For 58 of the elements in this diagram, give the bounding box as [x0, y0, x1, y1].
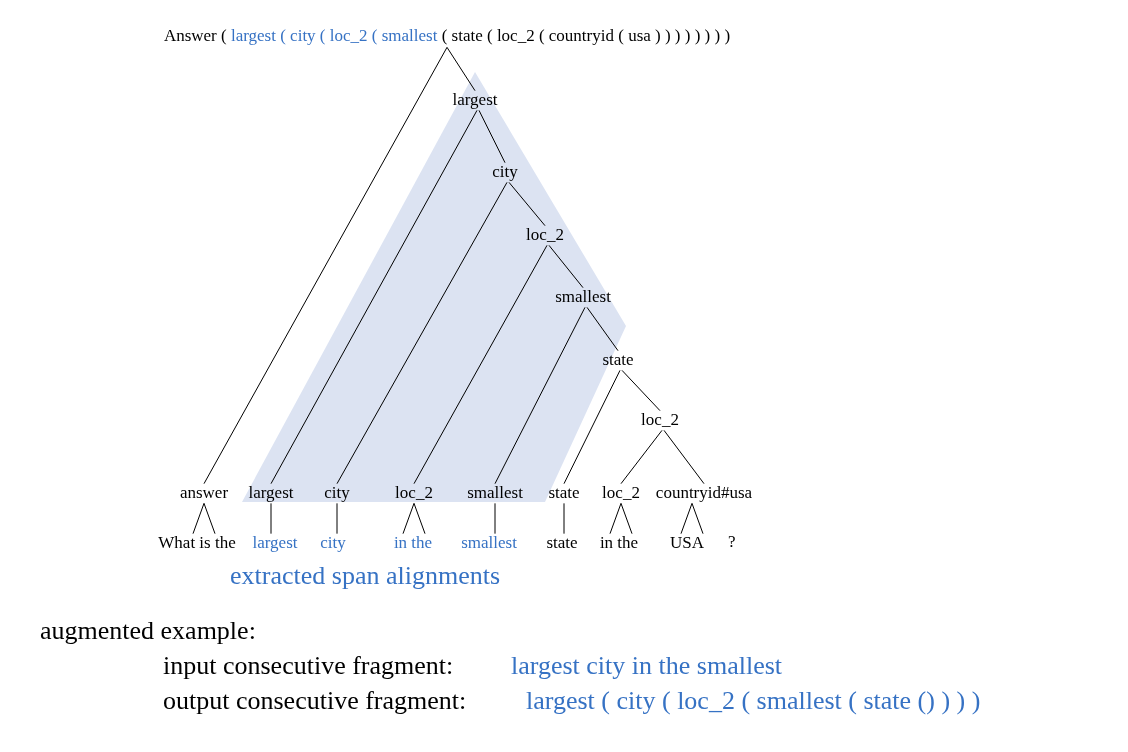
fragment-text: largest city in the smallest: [511, 652, 783, 681]
tree-branch: [586, 306, 619, 352]
tree-branch: [413, 502, 426, 535]
tree-branch: [494, 306, 586, 485]
leaf-label: loc_2: [395, 483, 433, 503]
leaf-label: city: [324, 483, 350, 503]
tree-node-label: city: [492, 162, 518, 182]
sentence-word: state: [546, 533, 578, 553]
expression-text: Answer (: [163, 25, 227, 45]
sentence-word: largest: [252, 533, 298, 553]
sentence-word: city: [320, 533, 346, 553]
leaf-label: countryid#usa: [655, 483, 753, 503]
sentence-word: in the: [599, 533, 639, 553]
tree-branch: [336, 502, 338, 535]
tree-branch: [563, 502, 565, 535]
tree-branch: [270, 502, 272, 535]
tree-branch: [621, 369, 661, 412]
tree-node-label: smallest: [555, 287, 611, 307]
tree-branch: [548, 244, 584, 289]
tree-branch: [663, 429, 705, 485]
tree-branch: [402, 502, 415, 535]
caption-text: extracted span alignments: [230, 562, 501, 591]
tree-branch: [203, 46, 448, 485]
tree-branch: [691, 502, 704, 535]
highlighted-expression: largest ( city ( loc_2 ( smallest: [230, 25, 438, 45]
section-heading: augmented example:: [40, 617, 256, 646]
tree-branch: [413, 244, 548, 485]
leaf-label: smallest: [467, 483, 523, 503]
tree-branch: [508, 181, 546, 227]
tree-branch: [609, 502, 622, 535]
tree-node-label: state: [602, 350, 634, 370]
sentence-word: USA: [670, 533, 704, 553]
tree-branch: [563, 369, 621, 485]
expression-text: ( state ( loc_2 ( countryid ( usa ) ) ) ) ) ) ) ): [441, 25, 731, 45]
tree-branch: [494, 502, 496, 535]
sentence-word: ?: [728, 533, 736, 552]
sentence-word: in the: [393, 533, 433, 553]
tree-branch: [203, 502, 216, 535]
tree-branch: [478, 109, 506, 164]
leaf-label: answer: [179, 483, 229, 503]
tree-branch: [192, 502, 205, 535]
tree-branch: [620, 429, 663, 485]
tree-branch: [680, 502, 693, 535]
tree-branch: [446, 46, 476, 92]
tree-node-label: loc_2: [526, 225, 564, 245]
tree-node-label: loc_2: [641, 410, 679, 430]
leaf-label: state: [548, 483, 580, 503]
tree-branch: [336, 181, 508, 485]
leaf-label: largest: [248, 483, 294, 503]
row-label: output consecutive fragment:: [163, 687, 467, 716]
leaf-label: loc_2: [602, 483, 640, 503]
fragment-text: largest ( city ( loc_2 ( smallest ( state () ) ) ): [526, 687, 981, 716]
tree-node-label: largest: [452, 90, 498, 110]
tree-branch: [270, 109, 478, 485]
sentence-word: What is the: [158, 533, 236, 553]
sentence-word: smallest: [461, 533, 517, 553]
tree-branch: [620, 502, 633, 535]
row-label: input consecutive fragment:: [163, 652, 454, 681]
